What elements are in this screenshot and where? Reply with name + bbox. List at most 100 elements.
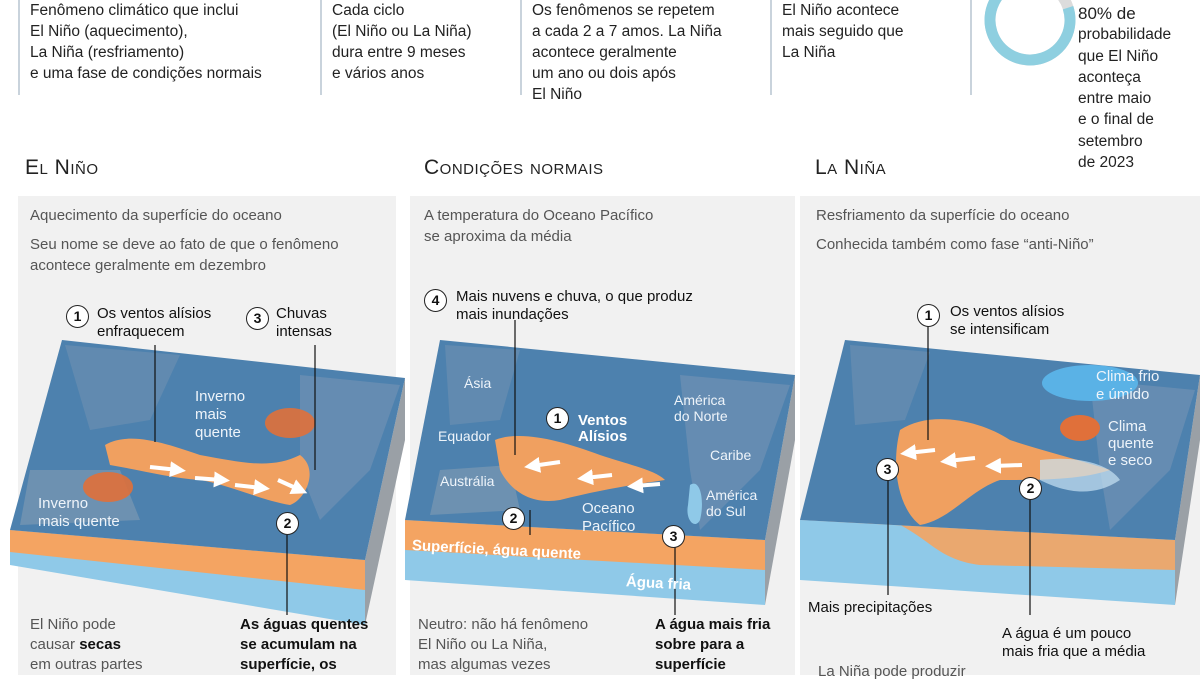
- callout-number: 3: [876, 458, 899, 481]
- text: dura entre 9 meses: [332, 44, 466, 61]
- text: probabilidade: [1078, 26, 1172, 44]
- callout-number: 1: [917, 304, 940, 327]
- label-cold-water: Água fria: [625, 573, 692, 594]
- text: um ano ou dois após: [532, 65, 676, 82]
- text: Mais nuvens e chuva, o que produz: [456, 288, 693, 305]
- text: se acumulam na: [240, 636, 357, 653]
- text: mais: [195, 406, 227, 423]
- text: em outras partes: [30, 656, 143, 673]
- text: mais fria que a média: [1002, 643, 1146, 660]
- callout-number: 4: [424, 289, 447, 312]
- text: do Sul: [706, 503, 746, 519]
- text: As águas quentes: [240, 616, 369, 633]
- callout-number: 2: [502, 507, 525, 530]
- donut-fill: [984, 0, 1076, 66]
- text: Aquecimento da superfície do oceano: [30, 207, 282, 224]
- text: setembro: [1078, 132, 1143, 150]
- text: El Niño: [532, 86, 582, 103]
- text: aconteça: [1078, 68, 1141, 86]
- text: enfraquecem: [97, 323, 185, 340]
- text: A temperatura do Oceano Pacífico: [424, 207, 654, 224]
- text: de 2023: [1078, 154, 1135, 172]
- normal-map: [405, 320, 795, 615]
- text: Inverno: [38, 495, 89, 512]
- callout-number: 1: [546, 407, 569, 430]
- text: Inverno: [195, 388, 246, 405]
- la-nina-footnote: La Niña pode produzir: [818, 663, 966, 680]
- info-probability-divider: [970, 0, 972, 95]
- callout-number: 3: [662, 525, 685, 548]
- map-label-caribbean: Caribe: [710, 447, 752, 463]
- text: Seu nome se deve ao fato de que o fenôme…: [30, 236, 339, 253]
- text: Oceano: [582, 500, 635, 517]
- info-definition: Fenômeno climático que inclui El Niño (aq…: [18, 0, 318, 95]
- text: se aproxima da média: [424, 228, 572, 245]
- text: El Niño pode: [30, 616, 116, 633]
- text: quente: [1108, 435, 1154, 452]
- text: Alísios: [578, 428, 628, 445]
- text: Os ventos alísios: [97, 305, 212, 322]
- text: acontece geralmente em dezembro: [30, 257, 266, 274]
- text: secas: [79, 636, 121, 653]
- callout-number: 2: [276, 512, 299, 535]
- text: La Niña (resfriamento): [30, 44, 185, 61]
- el-nino-map: [10, 340, 405, 625]
- text: Ventos: [578, 412, 628, 429]
- text: causar: [30, 636, 80, 653]
- text: Neutro: não há fenômeno: [418, 616, 589, 633]
- map-label-australia: Austrália: [440, 473, 495, 489]
- text: 80% de: [1078, 4, 1136, 23]
- text: e seco: [1108, 452, 1153, 469]
- el-nino-footnote: El Niño pode causar secas em outras part…: [30, 615, 143, 675]
- probability-donut: [984, 0, 1076, 66]
- el-nino-title: El Niño: [25, 156, 99, 179]
- text: La Niña: [782, 44, 836, 61]
- normal-title: Condições normais: [424, 156, 604, 179]
- text: Os ventos alísios: [950, 303, 1065, 320]
- text: Clima: [1108, 418, 1147, 435]
- text: mais seguido que: [782, 23, 904, 40]
- text: mais inundações: [456, 306, 569, 323]
- label-more-precipitation: Mais precipitações: [808, 599, 933, 616]
- text: sobre para a: [655, 636, 745, 653]
- text: Os fenômenos se repetem: [532, 2, 715, 19]
- probability-text: 80% de probabilidade que El Niño aconteça en…: [1078, 3, 1171, 173]
- text: Conhecida também como fase “anti-Niño”: [816, 236, 1094, 253]
- text: do Norte: [674, 408, 728, 424]
- text: e o final de: [1078, 111, 1154, 129]
- text: Cada ciclo: [332, 2, 405, 19]
- text: e vários anos: [332, 65, 425, 82]
- text: superfície: [655, 656, 726, 673]
- text: a cada 2 a 7 amos. La Niña: [532, 23, 722, 40]
- callout-number: 3: [246, 307, 269, 330]
- text: Clima frio: [1096, 368, 1160, 385]
- text: acontece geralmente: [532, 44, 677, 61]
- text: El Niño (aquecimento),: [30, 23, 188, 40]
- text: quente: [195, 424, 241, 441]
- text: intensas: [276, 323, 332, 340]
- text: superfície, os: [240, 656, 337, 673]
- text: Pacífico: [582, 518, 636, 535]
- text: mas algumas vezes: [418, 656, 551, 673]
- la-nina-desc: Resfriamento da superfície do oceano Con…: [816, 205, 1094, 255]
- text: Fenômeno climático que inclui: [30, 2, 239, 19]
- text: (El Niño ou La Niña): [332, 23, 472, 40]
- callout-number: 2: [1019, 477, 1042, 500]
- el-nino-warm-water-note: As águas quentes se acumulam na superfície…: [240, 615, 368, 675]
- info-duration: Cada ciclo (El Niño ou La Niña) dura entre…: [320, 0, 520, 95]
- text: entre maio: [1078, 90, 1152, 108]
- text: que El Niño: [1078, 47, 1159, 65]
- text: América: [706, 487, 758, 503]
- text: mais quente: [38, 513, 120, 530]
